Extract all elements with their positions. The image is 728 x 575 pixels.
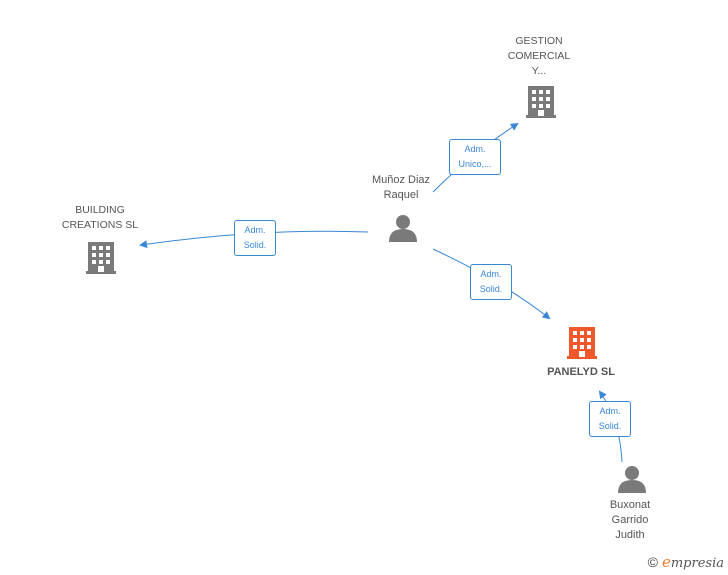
node-label-line: Y... xyxy=(531,65,547,77)
edge-label-adm-solid-building[interactable]: Adm. Solid. xyxy=(234,220,276,256)
edge-label-line: Solid. xyxy=(598,421,622,431)
node-label-panelyd[interactable]: PANELYD SL xyxy=(521,365,641,380)
edge-label-line: Adm. xyxy=(244,225,266,235)
node-label-line: Buxonat xyxy=(609,499,651,511)
building-icon xyxy=(567,327,597,359)
footer-brand: © empresia xyxy=(648,553,724,571)
logo-text: mpresia xyxy=(670,556,724,571)
edge-label-adm-unico[interactable]: Adm. Unico,... xyxy=(449,139,501,175)
edge-label-line: Solid. xyxy=(479,284,503,294)
edge-label-line: Adm. xyxy=(599,406,621,416)
empresia-logo[interactable]: empresia xyxy=(662,553,724,571)
edge-label-line: Solid. xyxy=(243,240,267,250)
building-icon xyxy=(86,242,116,274)
edge-label-line: Adm. xyxy=(464,144,486,154)
node-label-line: Judith xyxy=(615,529,645,541)
node-label-building-creations[interactable]: BUILDING CREATIONS SL xyxy=(40,203,160,233)
node-label-line: Garrido xyxy=(611,514,649,526)
person-icon xyxy=(618,466,646,493)
node-label-line: BUILDING xyxy=(75,204,125,216)
node-label-line: Raquel xyxy=(383,189,419,201)
copyright-symbol: © xyxy=(647,554,658,570)
node-label-line: GESTION xyxy=(515,35,563,47)
node-label-gestion-comercial[interactable]: GESTION COMERCIAL Y... xyxy=(489,34,589,79)
edge-label-adm-solid-panelyd[interactable]: Adm. Solid. xyxy=(470,264,512,300)
edge-label-adm-solid-buxonat[interactable]: Adm. Solid. xyxy=(589,401,631,437)
node-label-line: CREATIONS SL xyxy=(61,219,139,231)
node-label-line: PANELYD SL xyxy=(547,366,615,378)
node-label-buxonat-garrido-judith[interactable]: Buxonat Garrido Judith xyxy=(580,498,680,543)
building-icon xyxy=(526,86,556,118)
node-label-munoz-diaz-raquel[interactable]: Muñoz Diaz Raquel xyxy=(351,173,451,203)
edge-label-line: Adm. xyxy=(480,269,502,279)
logo-initial: e xyxy=(661,553,671,571)
node-label-line: COMERCIAL xyxy=(507,50,571,62)
person-icon xyxy=(389,215,417,242)
edge-label-line: Unico,... xyxy=(458,159,492,169)
node-label-line: Muñoz Diaz xyxy=(371,174,431,186)
